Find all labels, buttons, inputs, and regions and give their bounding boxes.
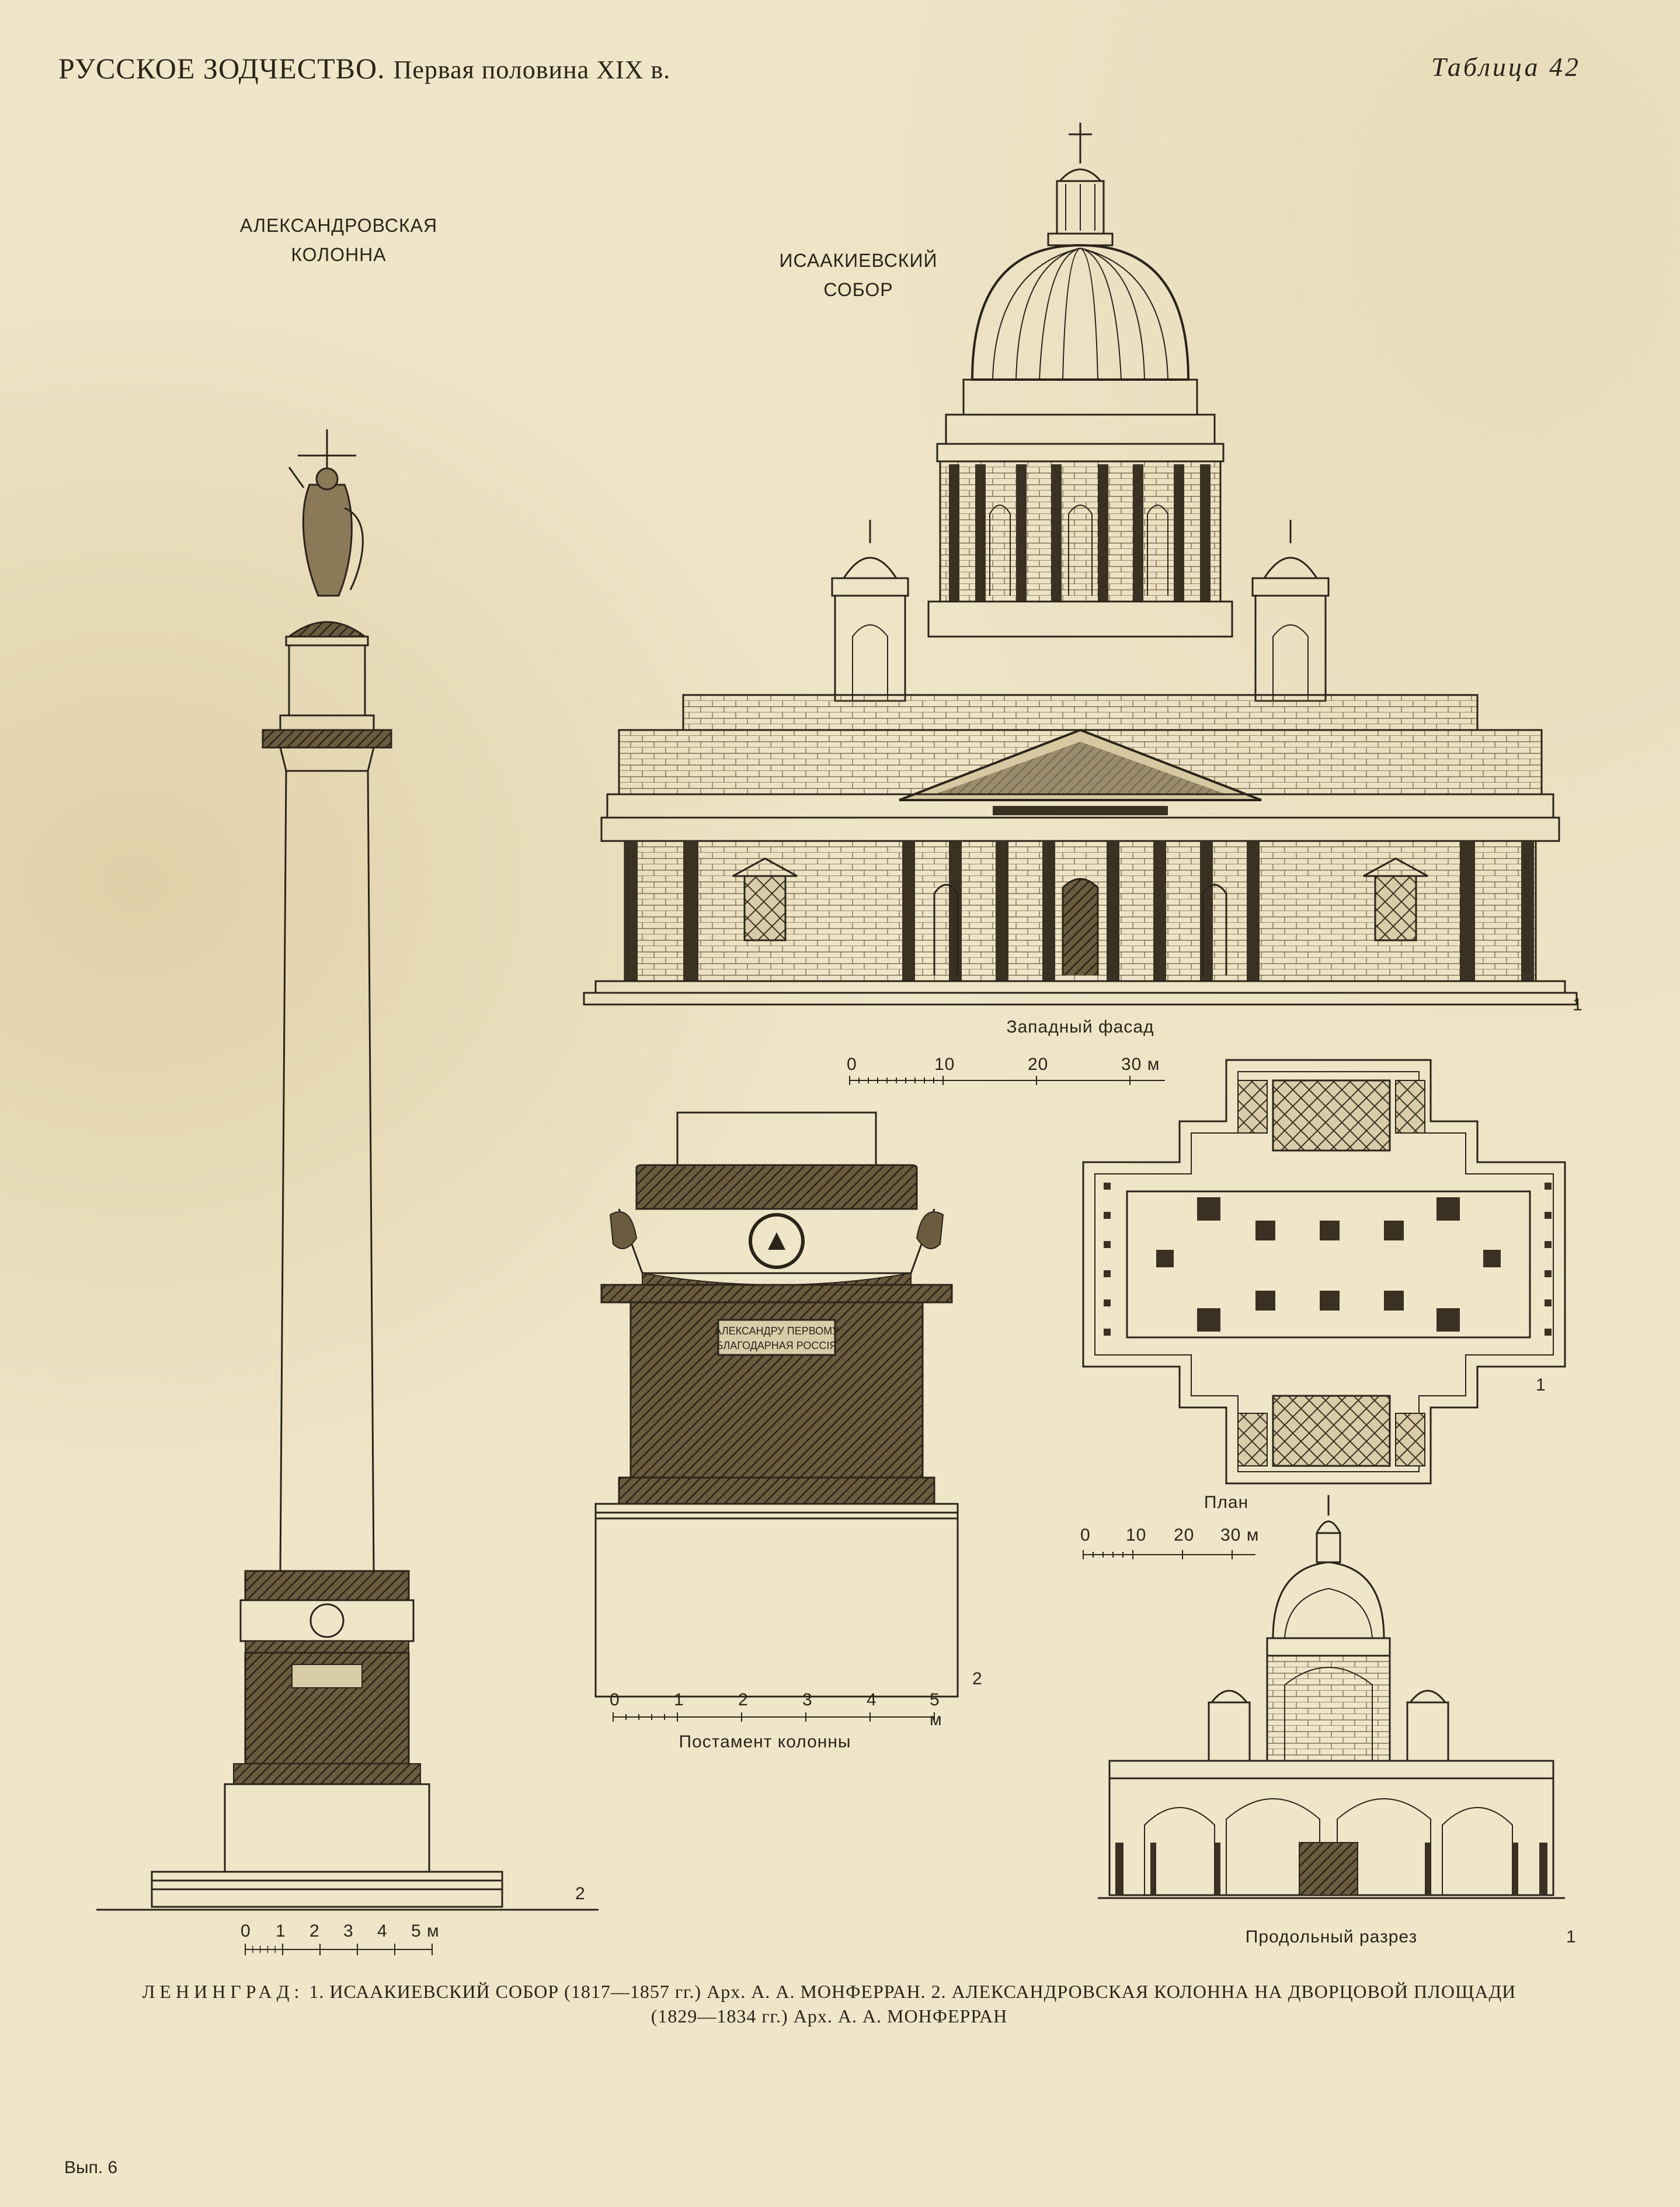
dome-ribs [992, 248, 1168, 380]
plate-caption: ЛЕНИНГРАД: 1. ИСААКИЕВСКИЙ СОБОР (1817—1… [82, 1980, 1577, 2028]
plan-piers [1156, 1197, 1501, 1332]
plan-colonnade [1104, 1183, 1552, 1336]
cathedral-label-line1: ИСААКИЕВСКИЙ [779, 250, 938, 271]
plan-scale-tick-2: 20 [1174, 1525, 1195, 1545]
pedestal-scale-tick-5: 5 м [930, 1690, 942, 1729]
inscription-line1: АЛЕКСАНДРУ ПЕРВОМУ [714, 1325, 839, 1337]
column-scale-bar [245, 1944, 433, 1955]
pedestal-figure-number: 2 [972, 1669, 982, 1688]
section-caption: Продольный разрез [1245, 1927, 1418, 1947]
facade-scale-tick-0: 0 [847, 1055, 857, 1074]
issue-number: Вып. 6 [64, 2158, 118, 2177]
cathedral-plan-drawing [1082, 1059, 1566, 1485]
facade-scale-tick-1: 10 [934, 1055, 955, 1074]
plan-scale-tick-1: 10 [1126, 1525, 1147, 1545]
section-figure-number: 1 [1566, 1927, 1576, 1947]
pedestal-scale-tick-1: 1 [674, 1690, 684, 1709]
column-scale-tick-3: 3 [343, 1921, 354, 1941]
plan-figure-number: 1 [1536, 1375, 1546, 1395]
pedestal-scale-bar [613, 1712, 935, 1722]
west-facade-caption: Западный фасад [1006, 1017, 1154, 1037]
cathedral-west-facade-drawing [583, 123, 1578, 1006]
plate-number: Таблица 42 [1431, 52, 1581, 82]
cathedral-label: ИСААКИЕВСКИЙ СОБОР [736, 246, 981, 304]
plan-caption: План [1204, 1493, 1249, 1512]
column-scale-tick-2: 2 [309, 1921, 320, 1941]
cathedral-label-line2: СОБОР [823, 279, 893, 300]
plan-scale-bar [1083, 1550, 1255, 1559]
cathedral-section-drawing [1098, 1495, 1565, 1899]
plan-scale-tick-3: 30 м [1220, 1525, 1260, 1545]
pedestal-caption: Постамент колонны [679, 1732, 851, 1751]
column-scale-tick-5: 5 м [411, 1921, 440, 1941]
facade-figure-number: 1 [1573, 995, 1582, 1014]
column-figure-number: 2 [575, 1884, 585, 1903]
plan-scale-tick-0: 0 [1080, 1525, 1091, 1545]
alexander-column-drawing [96, 429, 599, 1911]
portal-doors [933, 878, 1227, 975]
angel-figure [288, 429, 364, 597]
facade-scale-tick-3: 30 м [1121, 1055, 1160, 1074]
caption-city: ЛЕНИНГРАД: [142, 1981, 304, 2002]
column-scale-tick-1: 1 [276, 1921, 286, 1941]
column-label-line1: АЛЕКСАНДРОВСКАЯ [239, 215, 438, 236]
column-pedestal-drawing: АЛЕКСАНДРУ ПЕРВОМУ БЛАГОДАРНАЯ РОССІЯ [594, 1111, 959, 1698]
caption-line2: (1829—1834 гг.) Арх. А. А. МОНФЕРРАН [651, 2005, 1008, 2027]
corner-belfry-right [1251, 520, 1330, 702]
caption-line1: 1. ИСААКИЕВСКИЙ СОБОР (1817—1857 гг.) Ар… [309, 1981, 1516, 2002]
eagle-left [609, 1211, 638, 1249]
portico-columns [625, 841, 1534, 981]
column-label-line2: КОЛОННА [291, 244, 387, 265]
pedestal-scale-tick-2: 2 [738, 1690, 749, 1709]
column-label: АЛЕКСАНДРОВСКАЯ КОЛОННА [222, 211, 455, 269]
series-title: РУССКОЕ ЗОДЧЕСТВО. [58, 52, 385, 85]
plate-header-title: РУССКОЕ ЗОДЧЕСТВО. Первая половина XIX в. [58, 51, 670, 85]
series-subtitle: Первая половина XIX в. [393, 55, 671, 84]
facade-scale-tick-2: 20 [1028, 1055, 1049, 1074]
corner-belfry-left [831, 520, 909, 702]
facade-scale-bar [849, 1076, 1165, 1085]
pedestal-scale-tick-0: 0 [610, 1690, 620, 1709]
drum-columns [949, 464, 1211, 602]
eagle-right [916, 1211, 944, 1249]
inscription-line2: БЛАГОДАРНАЯ РОССІЯ [716, 1340, 837, 1351]
pedestal-scale-tick-3: 3 [802, 1690, 813, 1709]
facade-windows [732, 857, 1428, 941]
pedestal-scale-tick-4: 4 [867, 1690, 877, 1709]
column-scale-tick-4: 4 [377, 1921, 388, 1941]
column-scale-tick-0: 0 [241, 1921, 251, 1941]
